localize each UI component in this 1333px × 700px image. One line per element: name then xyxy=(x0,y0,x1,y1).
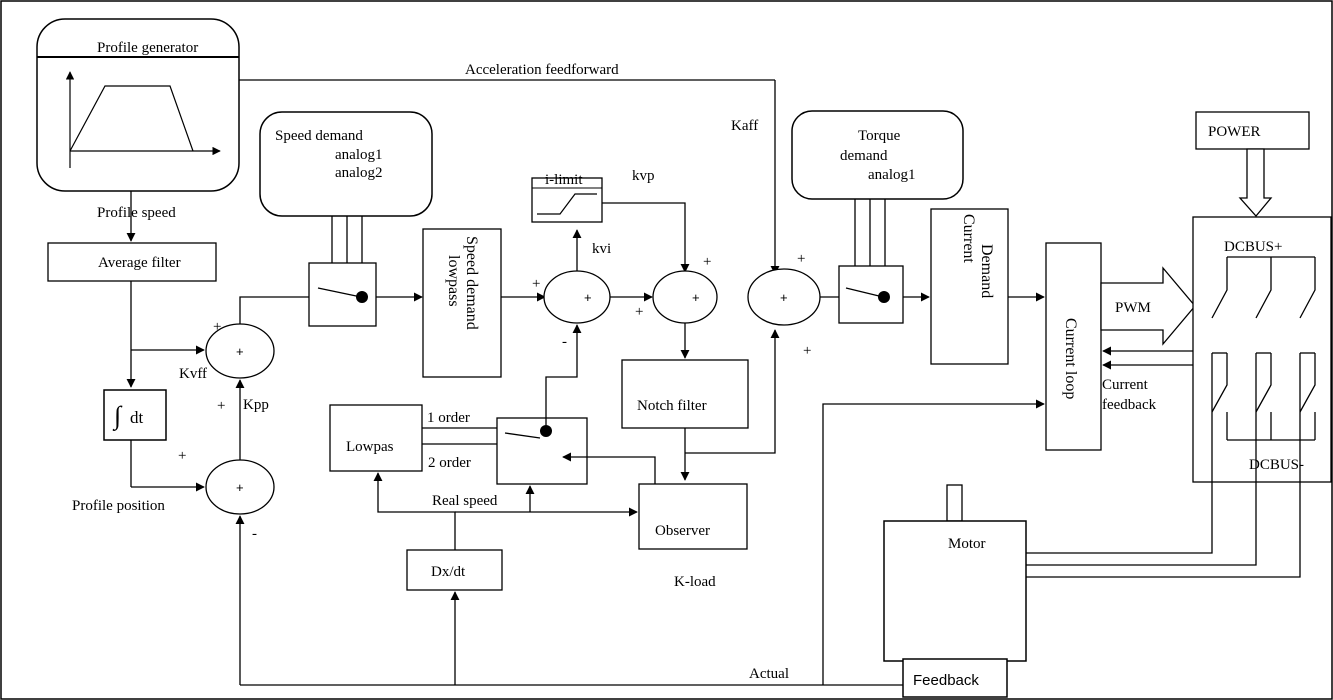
speed-demand-lowpass-block xyxy=(422,228,502,378)
speed-switch-blade xyxy=(317,287,362,298)
motor-label: Motor xyxy=(948,536,986,552)
kvp-arrow xyxy=(602,202,690,273)
kvff-label: Kvff xyxy=(179,366,207,382)
actual-to-current-loop-arrow xyxy=(822,399,1045,685)
kaff-label: Kaff xyxy=(731,118,758,134)
average-filter-label: Average filter xyxy=(98,255,181,271)
current-demand-label: Current xyxy=(960,214,977,263)
speed-sum-minus-sign: - xyxy=(562,334,567,350)
current-feedback-label: Current xyxy=(1102,377,1149,393)
kvff-sum-plus-sign: + xyxy=(213,319,221,335)
torque-selector-switch xyxy=(838,265,904,324)
average-filter-block xyxy=(47,242,217,282)
notch-filter-label: Notch filter xyxy=(637,398,707,414)
notch-to-torque-sum-arrow xyxy=(685,329,780,454)
dxdt-label: Dx/dt xyxy=(431,564,466,580)
position-sum-plus-sign: + xyxy=(178,448,186,464)
speed-switch-pivot xyxy=(356,291,368,303)
current-demand-label-2: Demand xyxy=(978,244,995,298)
pi-summing-junction xyxy=(652,270,718,324)
kpp-label: Kpp xyxy=(243,397,269,413)
motor-phase-lines xyxy=(1026,353,1301,578)
i-limit-label: i-limit xyxy=(545,172,583,188)
speed-sum-symbol: + xyxy=(584,290,592,305)
motor-block xyxy=(883,520,1027,662)
pi-sum-plus-sign-top: + xyxy=(703,254,711,270)
speed-demand-label: Speed demand xyxy=(275,128,363,144)
speed-demand-block xyxy=(259,111,433,217)
dcbus-minus-label: DCBUS- xyxy=(1249,457,1304,473)
order2-label: 2 order xyxy=(428,455,471,471)
profile-generator-label: Profile generator xyxy=(97,40,198,56)
torque-switch-blade xyxy=(845,287,880,297)
speed-sum-plus-sign: + xyxy=(532,276,540,292)
pwm-arrow-icon xyxy=(1100,266,1196,346)
order-switch-pivot xyxy=(540,425,552,437)
real-speed-label: Real speed xyxy=(432,493,498,509)
order1-label: 1 order xyxy=(427,410,470,426)
lowpass-block xyxy=(329,404,423,472)
observer-block xyxy=(638,483,748,550)
torque-sum-symbol: + xyxy=(780,290,788,305)
kvp-label: kvp xyxy=(632,168,655,184)
trapezoid-profile-curve xyxy=(69,85,194,152)
kvi-label: kvi xyxy=(592,241,611,257)
pi-sum-plus-sign-left: + xyxy=(635,304,643,320)
observer-label: Observer xyxy=(655,523,710,539)
profile-position-label: Profile position xyxy=(72,498,165,514)
speed-demand-lowpass-label-2: lowpass xyxy=(445,255,462,307)
power-block xyxy=(1195,111,1310,150)
torque-demand-analog1-label: analog1 xyxy=(868,167,915,183)
inverter-block xyxy=(1192,216,1332,483)
integral-sign-icon: ∫ xyxy=(112,401,123,431)
speed-feedback-arrow xyxy=(545,324,582,425)
k-load-label: K-load xyxy=(674,574,716,590)
i-limit-block xyxy=(531,177,603,223)
inverter-switches xyxy=(1211,257,1316,440)
profile-speed-label: Profile speed xyxy=(97,205,176,221)
actual-label: Actual xyxy=(749,666,789,682)
position-sum-symbol: + xyxy=(236,480,244,495)
kvff-sum-symbol: + xyxy=(236,344,244,359)
current-loop-block xyxy=(1045,242,1102,451)
feedback-label: Feedback xyxy=(913,672,979,689)
profile-generator-block: Profile generator xyxy=(36,18,240,192)
dxdt-block xyxy=(406,549,503,591)
dcbus-plus-label: DCBUS+ xyxy=(1224,239,1282,255)
saturation-curve-icon xyxy=(537,193,597,215)
speed-demand-analog1-label: analog1 xyxy=(335,147,382,163)
feedback-block xyxy=(902,658,1008,698)
lowpass-label: Lowpas xyxy=(346,439,394,455)
pi-sum-symbol: + xyxy=(692,290,700,305)
kpp-plus-sign: + xyxy=(217,398,225,414)
motor-shaft xyxy=(946,484,963,522)
torque-sum-plus-sign-top: + xyxy=(797,251,805,267)
integrator-block xyxy=(103,389,167,441)
power-arrow-icon xyxy=(1238,148,1273,217)
pwm-label: PWM xyxy=(1115,300,1151,316)
torque-switch-pivot xyxy=(878,291,890,303)
power-label: POWER xyxy=(1208,124,1261,140)
notch-filter-block xyxy=(621,359,749,429)
speed-error-summing-junction xyxy=(543,270,611,324)
order-switch-blade xyxy=(504,432,541,439)
observer-to-switch-arrow xyxy=(562,452,656,484)
integrator-label: dt xyxy=(130,408,144,427)
speed-demand-analog2-label: analog2 xyxy=(335,165,382,181)
torque-sum-plus-sign-bottom: + xyxy=(803,343,811,359)
current-feedback-label-2: feedback xyxy=(1102,397,1157,413)
current-loop-label: Current loop xyxy=(1062,318,1079,399)
speed-demand-lowpass-label: Speed demand xyxy=(463,236,480,330)
position-sum-minus-sign: - xyxy=(252,526,257,542)
torque-demand-label-2: demand xyxy=(840,148,888,164)
current-demand-block xyxy=(930,208,1009,365)
torque-demand-block xyxy=(791,110,964,200)
torque-demand-label: Torque xyxy=(858,128,901,144)
acceleration-feedforward-label: Acceleration feedforward xyxy=(465,62,619,78)
